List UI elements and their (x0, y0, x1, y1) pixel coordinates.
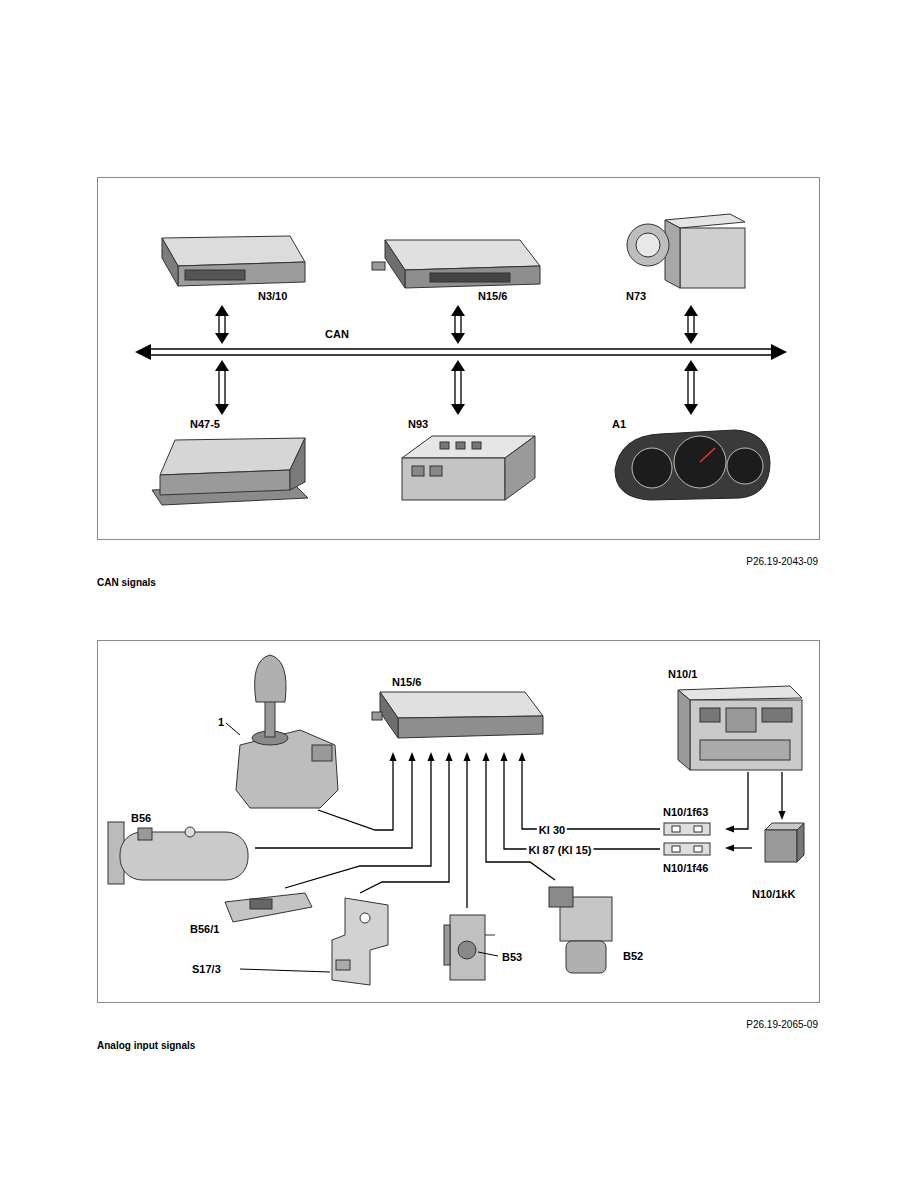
signal-arrow (725, 845, 752, 852)
control-unit: N15/6 (370, 673, 545, 752)
can-bus: CAN (135, 344, 787, 360)
instrument-cluster: A1 (605, 415, 775, 505)
switch: S17/3 (325, 893, 395, 990)
label-holder: Kl 87 (Kl 15) (527, 840, 594, 858)
label-holder: P26.19-2043-09 (0, 551, 818, 569)
signal-arrow (684, 305, 698, 344)
sensor-picture (225, 893, 312, 922)
label-holder: Kl 30 (537, 820, 567, 838)
leader-line (478, 952, 498, 956)
part-label: N10/1 (668, 668, 697, 681)
leader-line (240, 969, 330, 972)
figure-caption: Analog input signals (97, 1040, 195, 1051)
part-label: S17/3 (192, 963, 221, 976)
control-unit-picture (372, 240, 540, 288)
terminal-label: Kl 87 (Kl 15) (527, 844, 594, 857)
signal-arrow (215, 360, 229, 415)
part-label: B53 (502, 951, 522, 964)
signal-arrow (519, 752, 661, 829)
signal-arrow (318, 752, 397, 830)
part-label: N3/10 (258, 290, 287, 303)
sensor: B53 (440, 908, 500, 988)
part-label: N15/6 (478, 290, 507, 303)
sensor-picture (549, 887, 612, 973)
part-label: CAN (325, 328, 349, 341)
figure-number: P26.19-2065-09 (746, 1019, 818, 1030)
fuse-relay-box: N10/1 (665, 668, 805, 772)
relay-picture (765, 823, 804, 862)
part-label: B52 (623, 950, 643, 963)
part-label: N47-5 (190, 418, 220, 431)
part-label: N73 (626, 290, 646, 303)
fuse: N10/1f63 (660, 806, 725, 838)
part-label: B56 (131, 812, 151, 825)
selector-lever: 1 (215, 650, 345, 810)
control-unit: N73 (620, 208, 750, 305)
part-label: N10/1kK (752, 888, 795, 901)
cylinder-sensor-picture (108, 822, 248, 884)
control-unit-picture (152, 438, 308, 505)
part-label: B56/1 (190, 923, 219, 936)
signal-arrow (451, 360, 465, 415)
signal-arrow (684, 360, 698, 415)
signal-arrow (285, 752, 435, 888)
control-unit-picture (162, 236, 305, 286)
label-holder: Analog input signals (97, 1035, 497, 1053)
signal-arrow (464, 752, 471, 908)
control-unit-picture (402, 436, 535, 500)
sensor: B52 (545, 880, 660, 980)
control-unit-picture (627, 214, 745, 288)
label-holder: P26.19-2065-09 (0, 1014, 818, 1032)
control-unit: N15/6 (368, 232, 545, 305)
switch-picture (332, 898, 388, 985)
figure-number: P26.19-2043-09 (746, 556, 818, 567)
instrument-cluster-picture (615, 430, 770, 500)
fuse: N10/1f46 (660, 840, 725, 876)
terminal-label: Kl 30 (537, 824, 567, 837)
panel-frame (98, 178, 820, 540)
part-label: 1 (218, 716, 224, 729)
control-unit-picture (372, 692, 543, 738)
control-unit: N47-5 (150, 415, 315, 510)
signal-arrow (483, 752, 556, 880)
sensor-picture (444, 915, 495, 980)
part-label: N15/6 (392, 676, 421, 689)
control-unit: N93 (398, 415, 540, 505)
selector-lever-picture (236, 655, 338, 808)
part-label: N10/1f46 (663, 862, 708, 875)
relay: N10/1kK (752, 820, 812, 903)
sensor: B56/1 (188, 888, 312, 940)
signal-arrow (255, 752, 416, 848)
panel-frame (98, 641, 820, 1003)
cylinder-sensor: B56 (100, 808, 255, 886)
part-label: N10/1f63 (663, 806, 708, 819)
signal-arrow (779, 772, 786, 820)
fuse-relay-box-picture (678, 686, 802, 770)
signal-arrow (215, 305, 229, 344)
bus-line (135, 344, 787, 360)
figure-caption: CAN signals (97, 577, 156, 588)
signal-arrow (451, 305, 465, 344)
signal-arrow (501, 752, 661, 849)
leader-line (226, 723, 240, 735)
fuse-picture (664, 843, 710, 855)
control-unit: N3/10 (155, 230, 310, 305)
label-holder: CAN signals (97, 572, 497, 590)
part-label: A1 (612, 418, 626, 431)
part-label: N93 (408, 418, 428, 431)
fuse-picture (664, 823, 710, 835)
signal-arrow (725, 772, 748, 833)
signal-arrow (360, 752, 453, 893)
